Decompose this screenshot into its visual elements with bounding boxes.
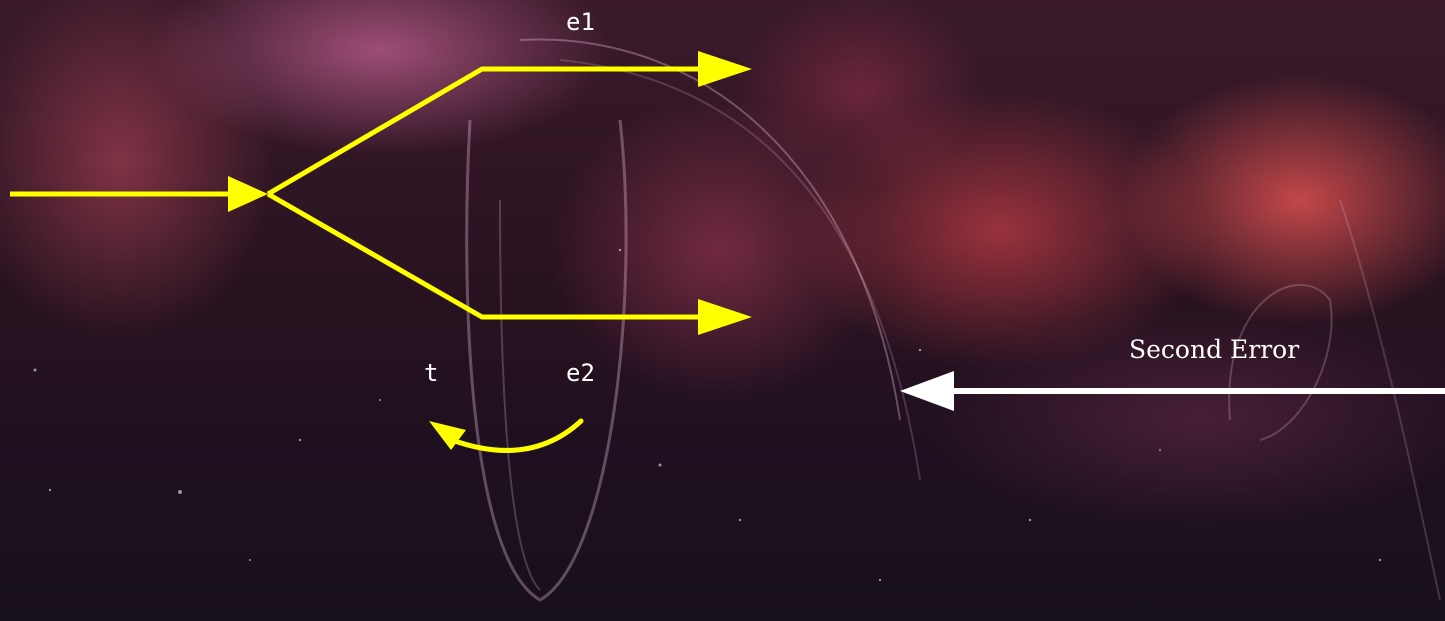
- upper-branch-shaft: [266, 66, 702, 197]
- label-t: t: [424, 359, 439, 387]
- arrow-right-icon: [698, 51, 752, 87]
- arrow-left-icon: [900, 371, 954, 411]
- lower-branch-arrow: [266, 191, 752, 335]
- label-e2: e2: [566, 359, 595, 387]
- curved-arrow-shaft: [449, 418, 584, 453]
- arrow-right-icon: [698, 299, 752, 335]
- label-e1: e1: [566, 8, 595, 36]
- curved-arrow-icon: [429, 421, 466, 450]
- incoming-arrow: [10, 176, 268, 212]
- label-second-error: Second Error: [1129, 335, 1300, 364]
- lower-branch-shaft: [266, 191, 702, 320]
- arrow-right-icon: [228, 176, 268, 212]
- second-error-arrow: [900, 371, 1445, 411]
- curved-arrow: [429, 418, 584, 453]
- upper-branch-arrow: [266, 51, 752, 197]
